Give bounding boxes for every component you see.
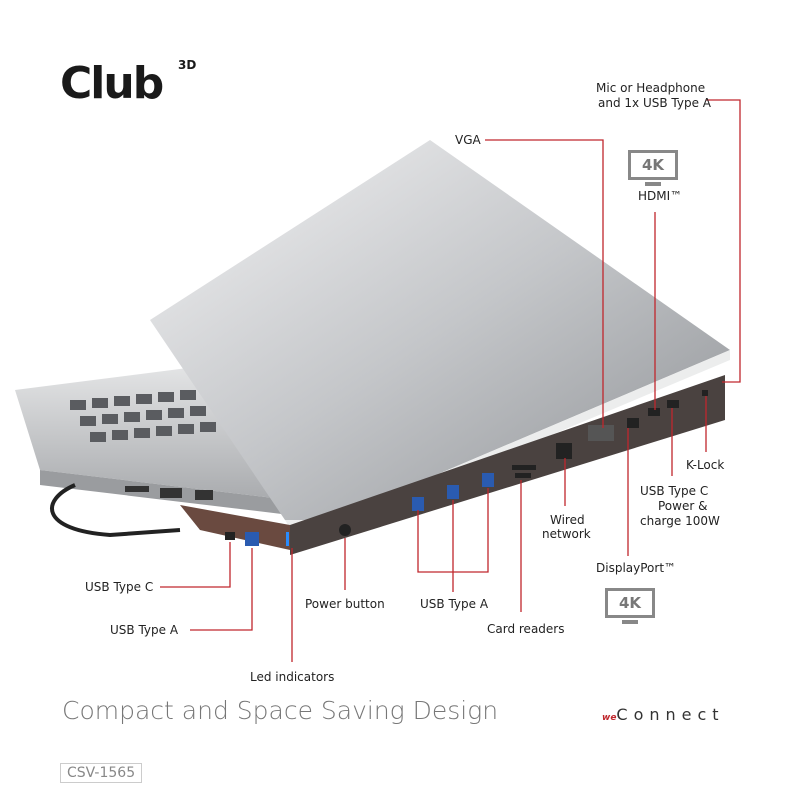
- label-vga: VGA: [455, 133, 481, 147]
- label-mic-headphone: Mic or Headphone: [596, 81, 706, 95]
- laptop-lid: [150, 140, 730, 528]
- label-charge-100w: charge 100W: [640, 514, 720, 528]
- label-power-button: Power button: [305, 597, 385, 611]
- model-number: CSV-1565: [60, 763, 143, 783]
- label-usb-type-c-power: USB Type C: [640, 484, 709, 498]
- callout-lines: [160, 99, 741, 662]
- tagline: Compact and Space Saving Design: [62, 696, 499, 725]
- 4k-monitor-icon-hdmi: 4K: [628, 150, 678, 186]
- label-usb-type-a-rear: USB Type A: [420, 597, 489, 611]
- label-led-indicators: Led indicators: [250, 670, 335, 684]
- label-usb-type-c-left: USB Type C: [85, 580, 154, 594]
- label-card-readers: Card readers: [487, 622, 565, 636]
- label-power-and: Power &: [658, 499, 708, 513]
- label-usb-type-a-left: USB Type A: [110, 623, 179, 637]
- label-usb-type-a-mic: and 1x USB Type A: [598, 96, 711, 110]
- label-displayport: DisplayPort™: [596, 561, 677, 575]
- weconnect-logo: weConnect: [602, 705, 725, 724]
- 4k-monitor-icon-displayport: 4K: [605, 588, 655, 624]
- label-wired: Wired: [550, 513, 585, 527]
- docking-station: [180, 375, 725, 555]
- label-k-lock: K-Lock: [686, 458, 725, 472]
- label-network: network: [542, 527, 591, 541]
- label-hdmi: HDMI™: [638, 189, 683, 203]
